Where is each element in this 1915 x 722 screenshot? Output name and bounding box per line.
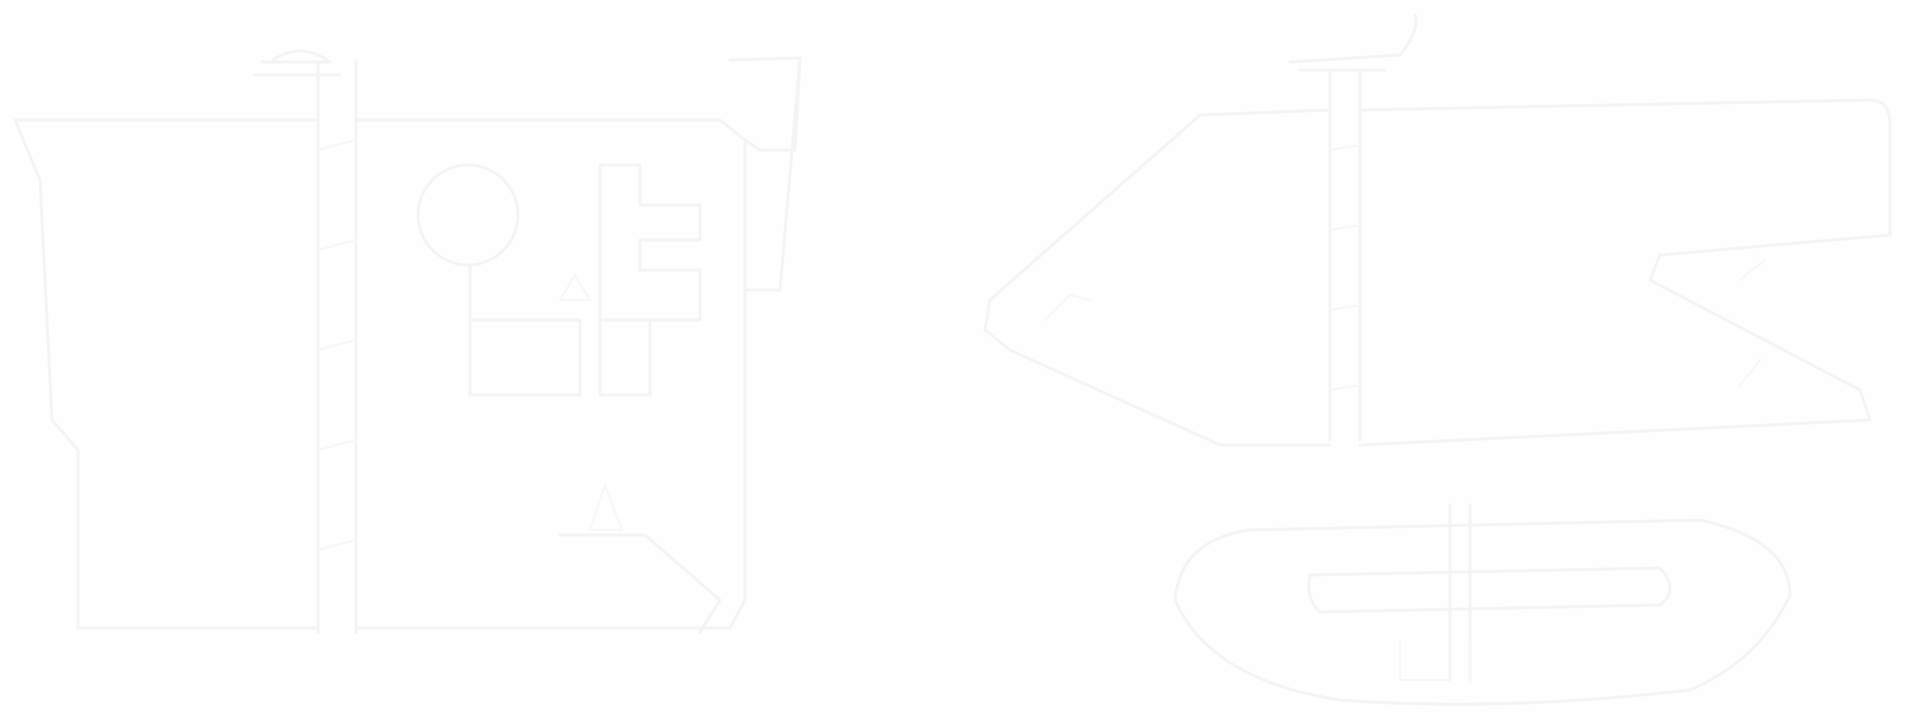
boat-deck (1307, 566, 1672, 614)
pennant-right (1358, 98, 1892, 447)
pennant-pole (1328, 68, 1362, 442)
flag-base-line (558, 533, 722, 634)
emblem-letter-b (598, 163, 702, 322)
flag-left-panel (13, 118, 320, 630)
pennant-left (983, 108, 1332, 447)
flag-streamer (728, 56, 802, 292)
pennant-finial (1288, 13, 1418, 72)
emblem-circle (416, 163, 520, 267)
pole-bands (317, 139, 357, 551)
flag-right-panel (354, 118, 747, 630)
emblem-triangle-lower (589, 484, 623, 531)
pole-finial (253, 49, 342, 77)
emblem-letter-l (598, 318, 652, 397)
bottom-right-boat (1173, 503, 1792, 706)
pennant-mark-upper (1044, 294, 1091, 321)
boat-hull (1173, 518, 1792, 706)
left-flag-on-pole (13, 49, 802, 634)
emblem-letter-p (468, 263, 582, 397)
right-pennant-on-pole (983, 13, 1892, 447)
pennant-pole-bands (1329, 144, 1361, 391)
boat-keel-box (1399, 639, 1471, 681)
emblem-triangle-upper (559, 274, 591, 301)
pennant-mark-right (1739, 259, 1766, 386)
boat-mast (1448, 503, 1472, 682)
flag-pole (316, 60, 358, 634)
